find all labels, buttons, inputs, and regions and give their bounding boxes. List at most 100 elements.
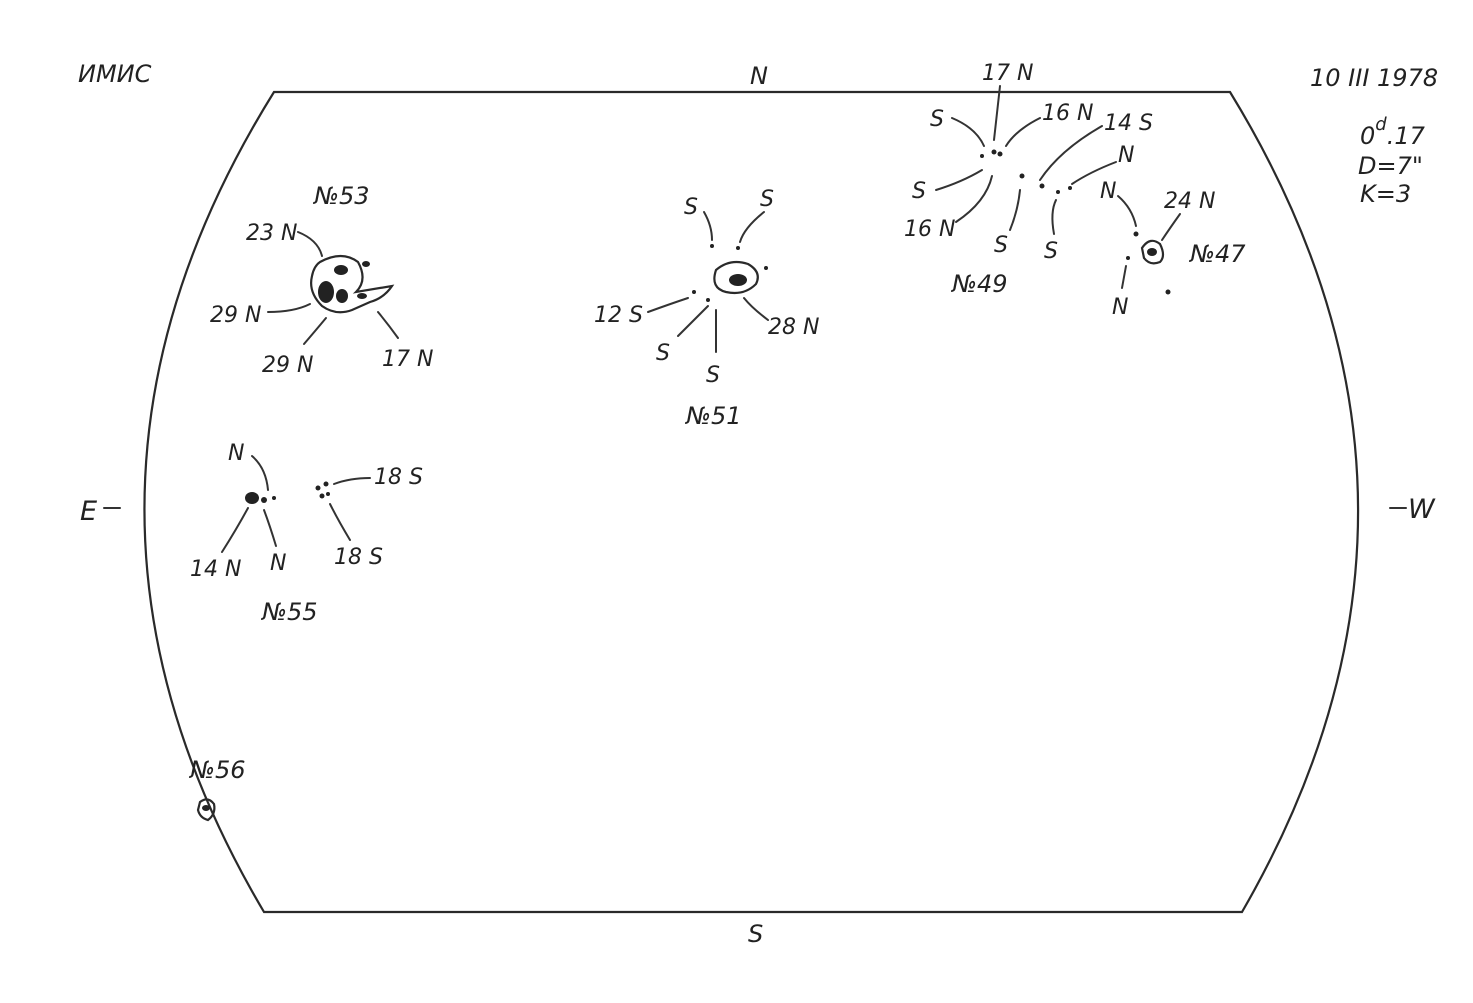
group-49-leader bbox=[1071, 161, 1117, 185]
group-55-label: 14 N bbox=[190, 557, 241, 582]
group-53-leader bbox=[303, 317, 327, 345]
group-56-name: №56 bbox=[188, 756, 246, 784]
group-51-leader bbox=[677, 305, 709, 337]
observation-date: 10 III 1978 bbox=[1310, 64, 1438, 92]
group-53-umbra bbox=[357, 293, 367, 299]
group-55-pore bbox=[315, 485, 321, 491]
group-49-leader bbox=[955, 175, 993, 223]
group-49-label: S bbox=[912, 179, 926, 204]
group-49-leader bbox=[1009, 189, 1021, 231]
group-51-pore bbox=[692, 290, 696, 294]
group-51-penumbra bbox=[713, 260, 759, 295]
group-49-pore bbox=[1068, 186, 1072, 190]
group-55-pore bbox=[272, 496, 276, 500]
sunspot-group-56: №56 bbox=[188, 756, 246, 822]
group-49-label: 17 N bbox=[982, 61, 1033, 86]
group-55-label: N bbox=[228, 441, 244, 466]
group-56-penumbra bbox=[196, 798, 216, 822]
group-51-pore bbox=[736, 246, 740, 250]
group-51-label: 28 N bbox=[768, 315, 819, 340]
time-day-symbol: d bbox=[1375, 114, 1387, 135]
group-49-leader bbox=[935, 169, 983, 191]
group-55-pore bbox=[326, 492, 330, 496]
group-49-leader bbox=[993, 85, 1001, 141]
group-53-penumbra bbox=[310, 254, 395, 314]
group-47-pore bbox=[1126, 256, 1130, 260]
group-47-pore bbox=[1165, 289, 1171, 295]
group-53-label: 23 N bbox=[246, 221, 297, 246]
group-47-umbra bbox=[1147, 248, 1157, 256]
sunspot-group-49: №49 17 N S 16 N 14 S N S 16 N S S bbox=[904, 61, 1153, 298]
group-51-leader bbox=[703, 211, 713, 241]
group-51-leader bbox=[743, 297, 769, 321]
group-55-label: 18 S bbox=[334, 545, 383, 570]
group-47-leader bbox=[1117, 195, 1137, 227]
group-55-leader bbox=[329, 503, 351, 541]
group-47-name: №47 bbox=[1188, 240, 1246, 268]
group-53-label: 29 N bbox=[262, 353, 313, 378]
group-51-label: S bbox=[760, 187, 774, 212]
group-53-leader bbox=[377, 311, 399, 339]
group-53-umbra bbox=[336, 289, 348, 303]
group-51-label: S bbox=[656, 341, 670, 366]
group-49-pore bbox=[1019, 173, 1025, 179]
group-49-label: 16 N bbox=[904, 217, 955, 242]
group-51-pore bbox=[764, 266, 768, 270]
group-49-pore bbox=[1039, 183, 1045, 189]
group-55-umbra bbox=[245, 492, 259, 504]
group-49-label: S bbox=[994, 233, 1008, 258]
group-53-umbra bbox=[362, 261, 370, 267]
group-55-leader bbox=[333, 477, 371, 485]
time-suffix: .17 bbox=[1387, 122, 1426, 150]
group-56-umbra bbox=[202, 805, 210, 811]
group-55-pore bbox=[261, 497, 267, 503]
group-49-label: 16 N bbox=[1042, 101, 1093, 126]
group-51-pore bbox=[710, 244, 714, 248]
group-53-label: 29 N bbox=[210, 303, 261, 328]
group-47-label: 24 N bbox=[1164, 189, 1215, 214]
group-49-leader bbox=[1005, 117, 1041, 147]
group-49-label: 14 S bbox=[1104, 111, 1153, 136]
group-55-leader bbox=[251, 455, 269, 491]
group-49-label: S bbox=[1044, 239, 1058, 264]
north-label: N bbox=[750, 62, 768, 90]
group-47-label: N bbox=[1112, 295, 1128, 320]
sunspot-group-55: №55 N 18 S 14 N N 18 S bbox=[190, 441, 423, 626]
sunspot-group-47: №47 N 24 N N bbox=[1100, 179, 1246, 320]
group-51-pore bbox=[706, 298, 710, 302]
group-49-pore bbox=[991, 149, 997, 155]
group-55-name: №55 bbox=[260, 598, 318, 626]
south-label: S bbox=[748, 920, 763, 948]
group-47-label: N bbox=[1100, 179, 1116, 204]
group-53-umbra bbox=[334, 265, 348, 275]
group-47-pore bbox=[1133, 231, 1139, 237]
group-51-label: 12 S bbox=[594, 303, 643, 328]
east-label: E bbox=[80, 496, 97, 527]
west-label: W bbox=[1408, 494, 1436, 525]
group-55-label: N bbox=[270, 551, 286, 576]
sunspot-group-51: №51 S S 12 S S S 28 N bbox=[594, 187, 819, 430]
group-53-leader bbox=[267, 303, 311, 313]
group-53-leader bbox=[297, 231, 323, 257]
group-51-leader bbox=[739, 211, 765, 243]
group-55-pore bbox=[323, 481, 329, 487]
observatory-label: ИМИС bbox=[78, 60, 152, 88]
group-49-name: №49 bbox=[950, 270, 1008, 298]
group-47-leader bbox=[1161, 213, 1181, 241]
group-49-pore bbox=[1056, 190, 1060, 194]
seeing-diameter: D=7" bbox=[1358, 152, 1423, 180]
group-55-leader bbox=[221, 507, 249, 553]
group-49-label: S bbox=[930, 107, 944, 132]
solar-disk-outline bbox=[143, 90, 1360, 914]
observation-time: 0d.17 bbox=[1360, 114, 1426, 150]
group-51-umbra bbox=[729, 274, 747, 286]
group-53-umbra bbox=[318, 281, 334, 303]
group-49-leader bbox=[951, 117, 985, 147]
group-49-leader bbox=[1051, 199, 1057, 235]
group-47-leader bbox=[1121, 265, 1127, 289]
group-49-pore bbox=[997, 151, 1003, 157]
group-51-label: S bbox=[684, 195, 698, 220]
sunspot-group-53: №53 23 N 29 N 29 N 17 N bbox=[210, 182, 433, 378]
group-51-label: S bbox=[706, 363, 720, 388]
